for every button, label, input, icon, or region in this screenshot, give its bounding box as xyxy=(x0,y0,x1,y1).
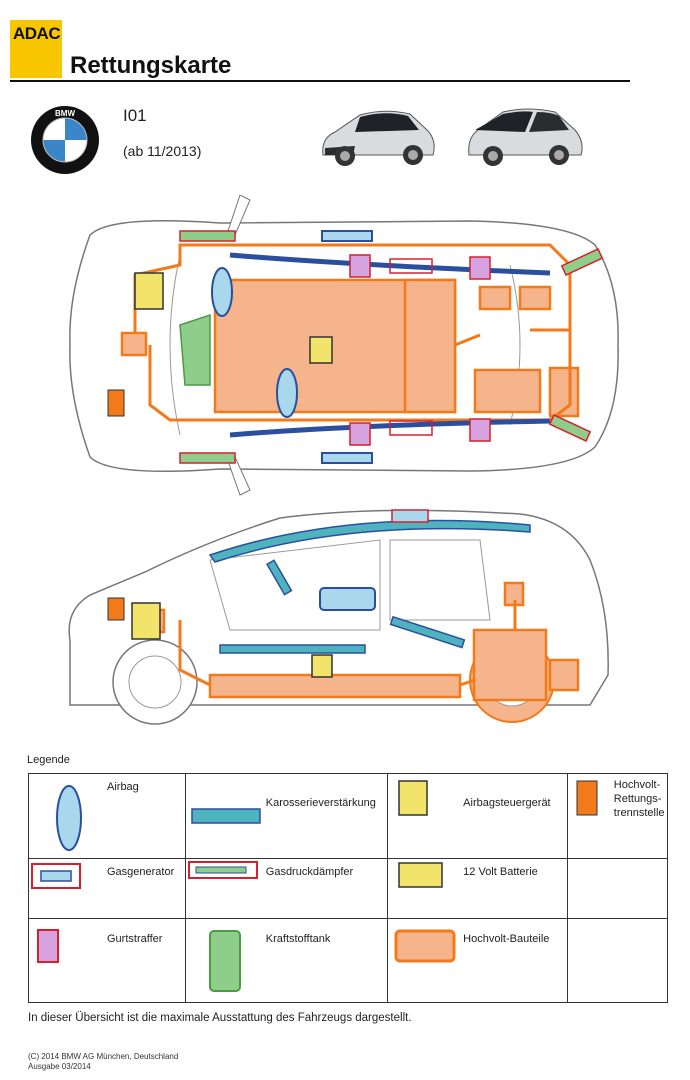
hv-disconnect xyxy=(107,389,125,417)
reinforcement-legend-icon xyxy=(191,808,261,824)
reinforcement xyxy=(389,615,466,649)
footer-copyright-block: (C) 2014 BMW AG München, Deutschland Aus… xyxy=(28,1052,178,1072)
airbag xyxy=(276,368,298,418)
pretensioner xyxy=(469,256,491,280)
car-photo-rear xyxy=(468,108,583,166)
legend-table: Airbag Karosserieverstärkung Airbagsteue… xyxy=(28,773,669,1003)
gas-generator-legend-icon xyxy=(31,863,81,889)
gas-strut xyxy=(179,230,236,242)
hv-disconnect xyxy=(107,597,125,621)
hv-component xyxy=(548,658,580,692)
footer-edition: Ausgabe 03/2014 xyxy=(28,1062,91,1071)
car-side-view-diagram xyxy=(68,509,609,725)
fuel-tank xyxy=(179,313,211,386)
airbag-ecu xyxy=(311,654,333,678)
vehicle-model: I01 xyxy=(123,106,147,125)
battery-legend-icon xyxy=(398,862,443,888)
legend-label-gas-generator: Gasgenerator xyxy=(107,866,175,878)
airbag-ecu xyxy=(309,336,333,364)
hv-component xyxy=(120,331,148,357)
reinforcement xyxy=(266,559,293,596)
pretensioner xyxy=(349,254,371,278)
vehicle-since: (ab 11/2013) xyxy=(123,143,202,159)
gas-strut xyxy=(560,248,604,276)
gas-strut xyxy=(548,414,592,442)
legend-label-pretensioner: Gurtstraffer xyxy=(107,933,163,945)
page-title: Rettungskarte xyxy=(70,52,232,79)
hv-component xyxy=(478,285,512,311)
legend-label-fuel-tank: Kraftstofftank xyxy=(265,933,331,945)
footer-note: In dieser Übersicht ist die maximale Aus… xyxy=(28,1012,412,1024)
legend-label-hv-component: Hochvolt-Bauteile xyxy=(463,933,550,945)
pretensioner-legend-icon xyxy=(37,929,59,963)
legend-label-battery-12v: 12 Volt Batterie xyxy=(463,866,538,878)
airbag-ecu-legend-icon xyxy=(398,780,428,816)
legend-label-hv-disconnect: Hochvolt- Rettungs- trennstelle xyxy=(613,779,665,819)
reinforcement xyxy=(219,644,366,654)
battery-12v xyxy=(131,602,161,640)
hv-component-legend-icon xyxy=(394,929,456,963)
car-photo-front xyxy=(322,110,435,166)
gas-generator xyxy=(391,509,429,523)
footer-copyright: (C) 2014 BMW AG München, Deutschland xyxy=(28,1052,179,1061)
reinforcement xyxy=(208,519,531,563)
gas-strut-legend-icon xyxy=(187,861,258,879)
fuel-tank-legend-icon xyxy=(208,930,241,992)
battery-12v xyxy=(134,272,164,310)
hv-component xyxy=(518,285,552,311)
hv-component xyxy=(208,673,462,699)
legend-label-gas-strut: Gasdruckdämpfer xyxy=(265,866,354,878)
gas-strut xyxy=(179,452,236,464)
adac-badge: ADAC xyxy=(10,20,62,78)
gas-generator xyxy=(321,452,373,464)
legend-label-airbag: Airbag xyxy=(107,781,139,793)
hv-cable xyxy=(178,620,211,687)
pretensioner xyxy=(349,422,371,446)
hv-cable xyxy=(459,678,476,687)
gas-generator-marker xyxy=(389,258,433,274)
hv-component xyxy=(403,278,457,414)
bmw-logo-text: BMW xyxy=(55,109,75,118)
hv-component xyxy=(473,368,542,414)
gas-generator-marker xyxy=(389,420,433,436)
legend-heading: Legende xyxy=(27,754,70,766)
car-top-view-diagram xyxy=(69,195,619,496)
pretensioner xyxy=(469,418,491,442)
hv-component xyxy=(472,628,548,702)
legend-label-airbag-ecu: Airbagsteuergerät xyxy=(463,797,551,809)
airbag-legend-icon xyxy=(56,785,82,851)
bmw-logo-icon: BMW xyxy=(31,106,99,174)
gas-generator xyxy=(321,230,373,242)
airbag xyxy=(211,267,233,317)
title-rule xyxy=(10,80,630,82)
airbag xyxy=(319,587,376,611)
hv-cable xyxy=(454,333,481,347)
legend-label-reinforcement: Karosserieverstärkung xyxy=(265,797,376,809)
hv-disconnect-legend-icon xyxy=(576,780,598,816)
